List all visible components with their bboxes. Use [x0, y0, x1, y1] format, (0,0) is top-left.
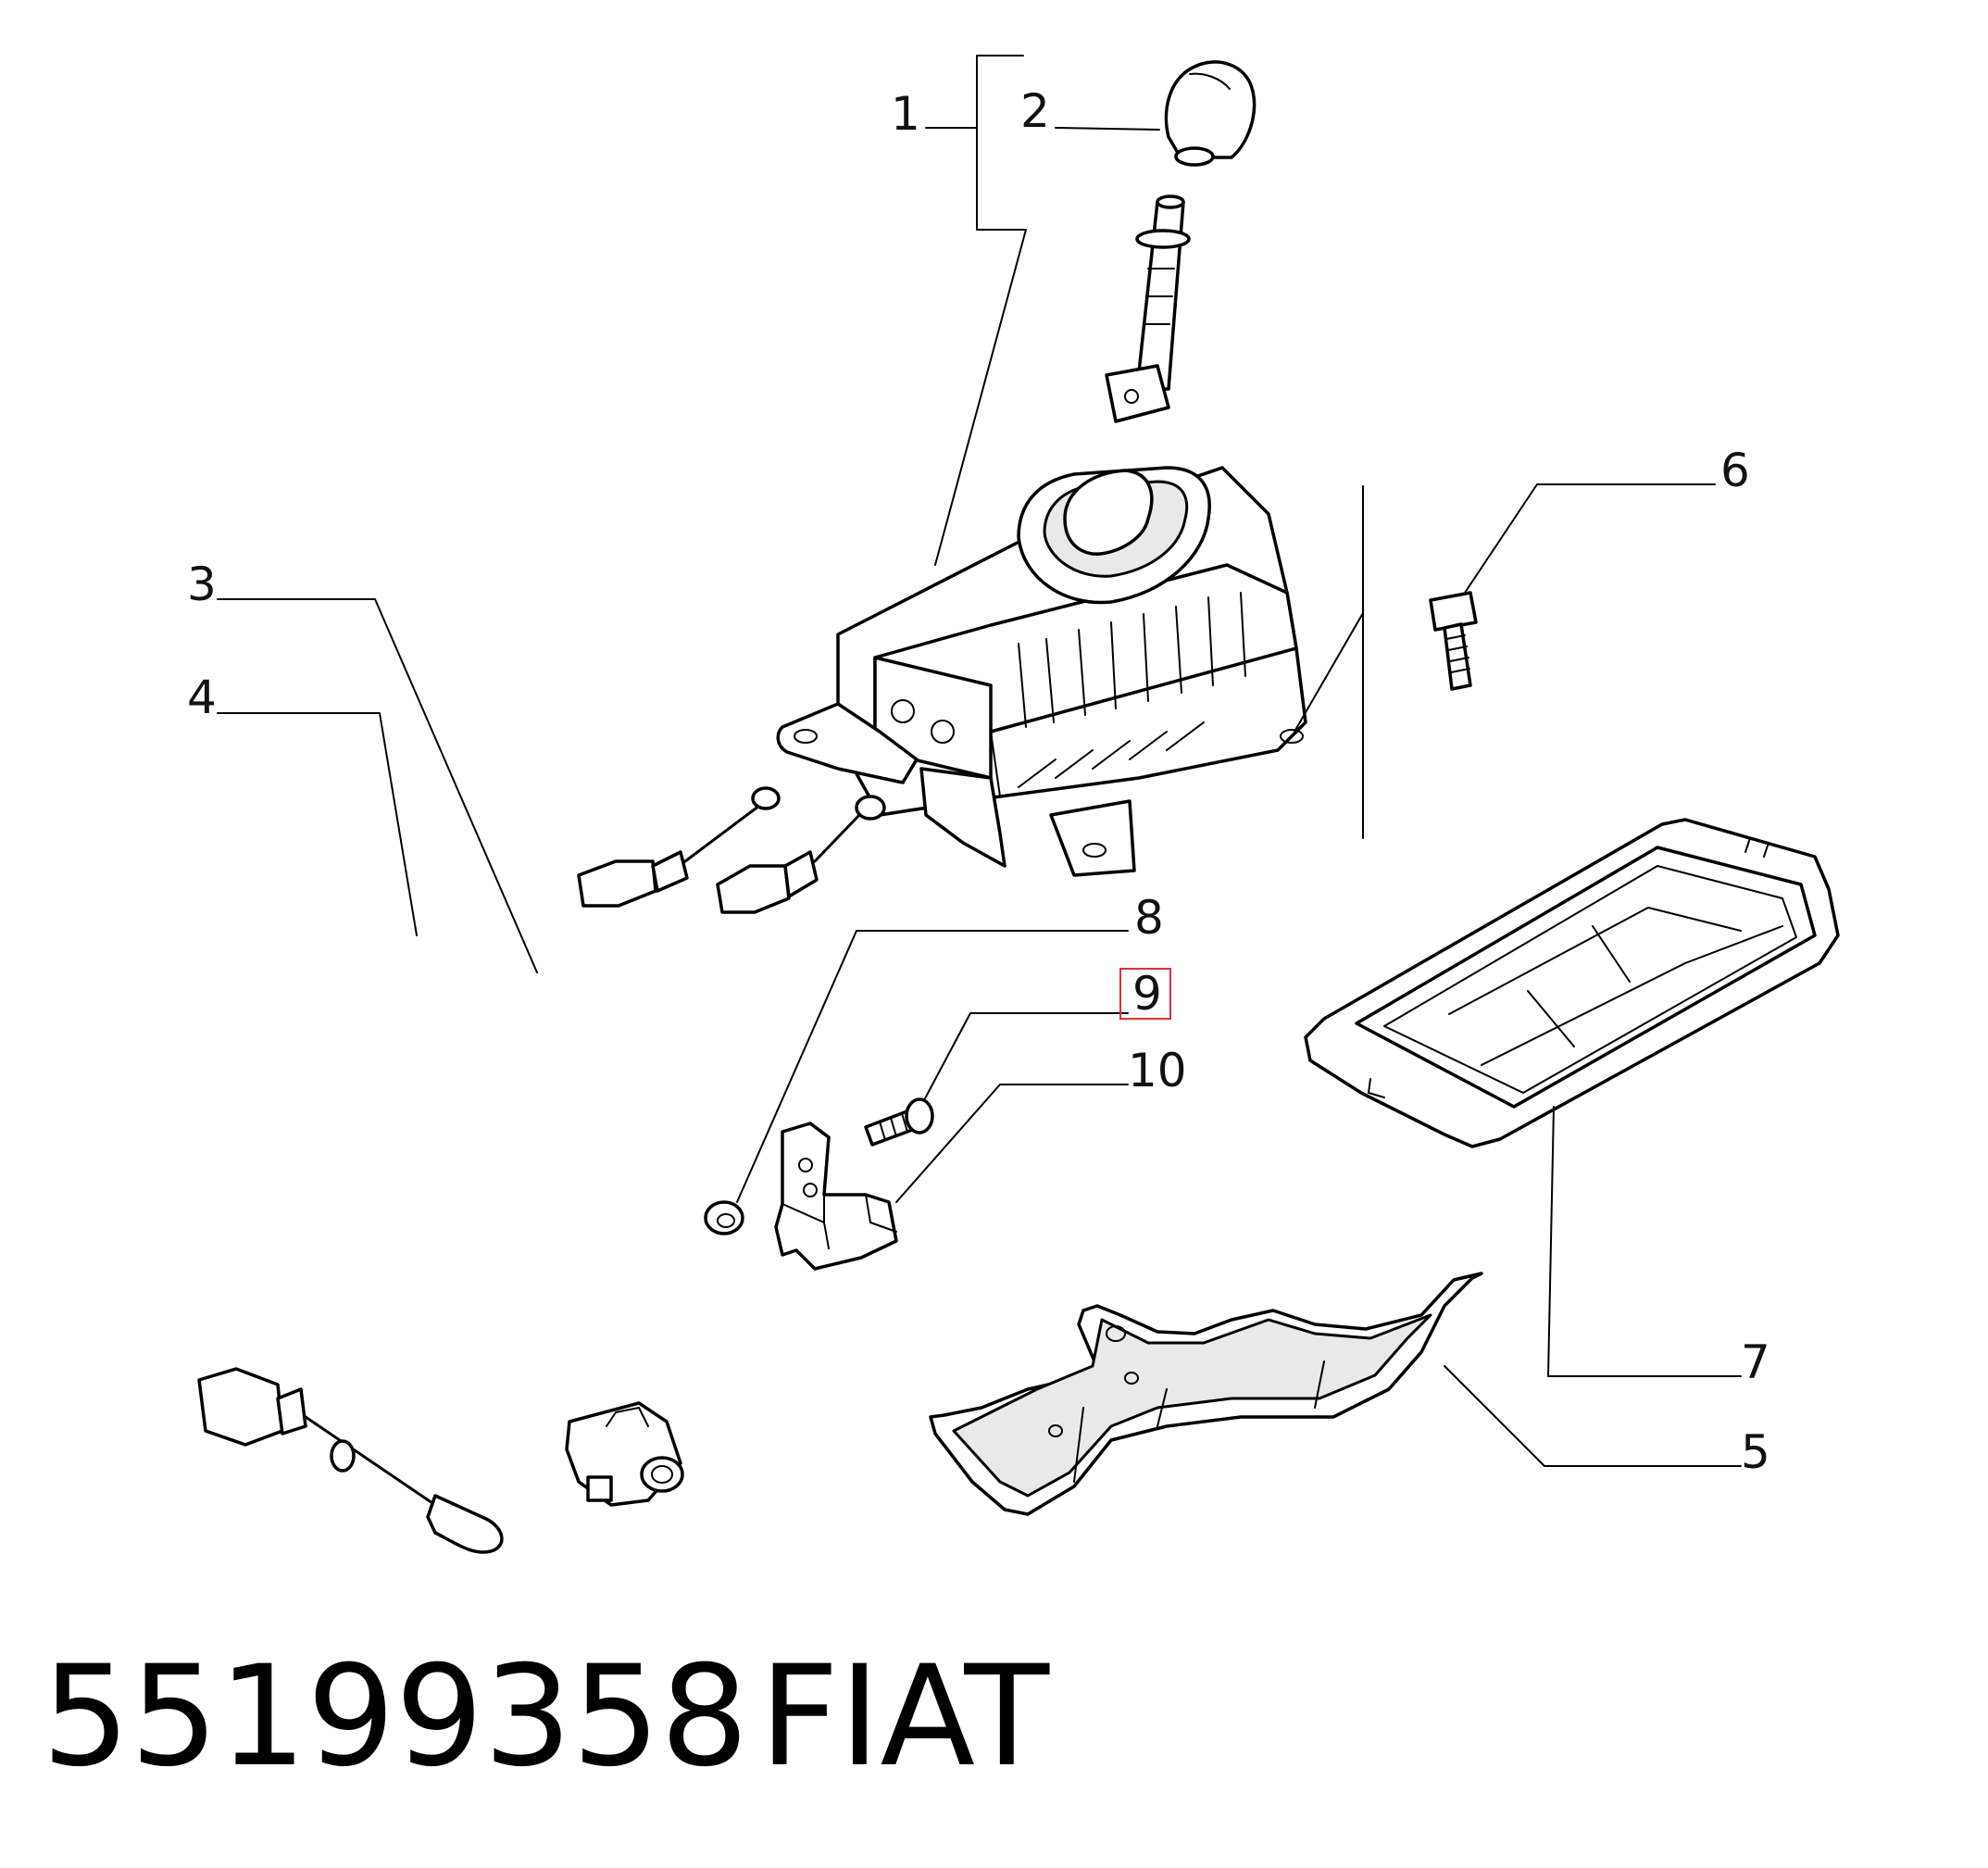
- callout-6: 6: [1720, 444, 1750, 497]
- callout-5: 5: [1741, 1425, 1770, 1479]
- callout-7: 7: [1741, 1335, 1770, 1389]
- gear-knob: [1164, 60, 1257, 167]
- gearshift-cables: [94, 786, 886, 1554]
- callout-1: 1: [891, 87, 920, 141]
- callout-2: 2: [1020, 84, 1050, 138]
- nut-8: [704, 1200, 744, 1235]
- callout-labels: 1 2 3 4 6 7 5 8 9 10: [187, 84, 1770, 1479]
- callout-9: 9: [1132, 967, 1162, 1021]
- callout-9-highlight: [1119, 968, 1171, 1020]
- lower-cover-5: [929, 1272, 1483, 1516]
- screw-9: [864, 1097, 934, 1147]
- bracket-10: [774, 1122, 898, 1271]
- callout-3: 3: [187, 558, 217, 611]
- bolt-6: [1429, 591, 1478, 691]
- brand-name: FIAT: [759, 1636, 1050, 1798]
- part-number: 55199358: [42, 1636, 748, 1798]
- callout-10: 10: [1128, 1044, 1187, 1097]
- leader-lines: [217, 55, 1742, 1467]
- callout-8: 8: [1134, 891, 1164, 945]
- gearshift-assembly: [776, 194, 1307, 877]
- console-trim-7: [1304, 818, 1840, 1148]
- callout-4: 4: [187, 671, 217, 724]
